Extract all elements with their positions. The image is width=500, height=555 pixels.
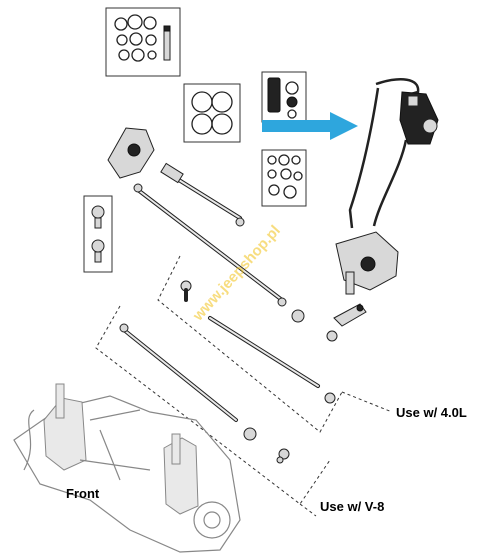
tie-rod-long[interactable]: [133, 183, 287, 307]
power-steering-pump[interactable]: [348, 78, 439, 229]
label-front: Front: [66, 486, 100, 501]
label-use-with-40l: Use w/ 4.0L: [396, 405, 467, 420]
pitman-arm[interactable]: [333, 303, 367, 327]
tie-rod-v8[interactable]: [119, 323, 290, 464]
group-outline-40l: [157, 255, 343, 433]
label-use-with-v8: Use w/ V-8: [320, 499, 385, 514]
steering-damper[interactable]: [160, 162, 245, 227]
vehicle-front-sketch: [13, 383, 241, 553]
pointer-arrow: [262, 112, 358, 140]
tie-rod-40l[interactable]: [180, 280, 338, 404]
seal-kit-pump[interactable]: [261, 71, 307, 123]
ball-joint-kit[interactable]: [83, 195, 113, 273]
steering-gearbox[interactable]: [335, 231, 399, 295]
seal-kit-small-rings[interactable]: [105, 7, 181, 77]
steering-knuckle[interactable]: [107, 127, 155, 179]
group-outline-v8: [95, 305, 331, 505]
seal-kit-gearbox[interactable]: [261, 149, 307, 207]
seal-kit-large-rings[interactable]: [183, 83, 241, 143]
